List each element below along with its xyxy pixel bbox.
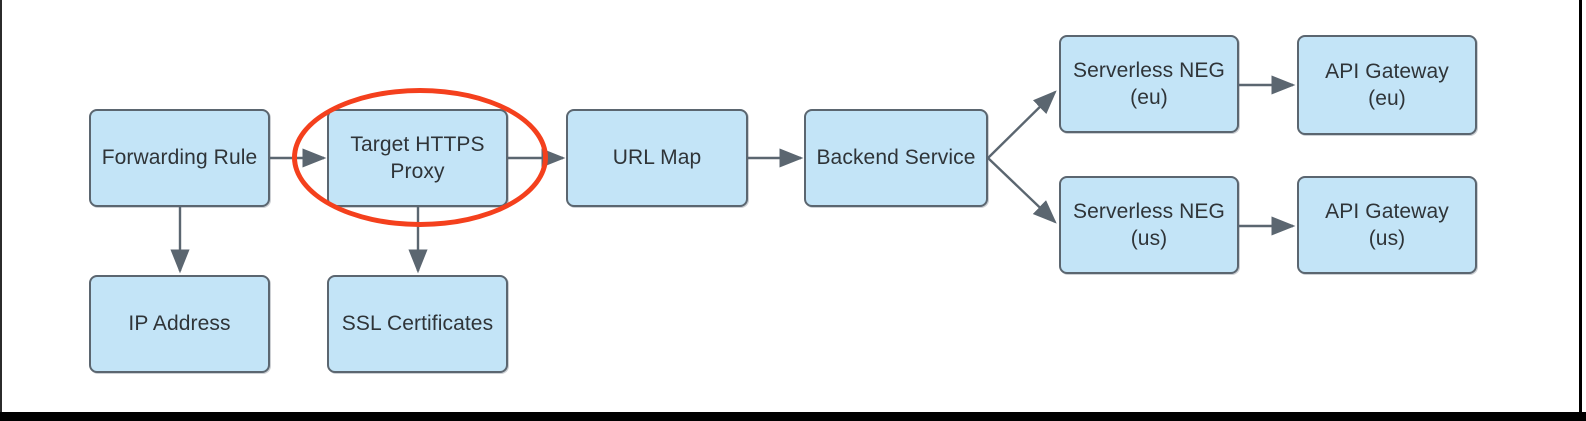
node-forwarding-rule[interactable]: Forwarding Rule <box>89 109 270 207</box>
node-target-https-proxy[interactable]: Target HTTPS Proxy <box>327 109 508 207</box>
node-backend-service[interactable]: Backend Service <box>804 109 988 207</box>
node-ip-address[interactable]: IP Address <box>89 275 270 373</box>
node-url-map[interactable]: URL Map <box>566 109 748 207</box>
edge-backend-service-to-serverless-neg-us <box>987 157 1057 224</box>
node-serverless-neg-us[interactable]: Serverless NEG (us) <box>1059 176 1239 274</box>
node-api-gateway-us[interactable]: API Gateway (us) <box>1297 176 1477 274</box>
node-serverless-neg-eu[interactable]: Serverless NEG (eu) <box>1059 35 1239 133</box>
node-ssl-certificates[interactable]: SSL Certificates <box>327 275 508 373</box>
node-api-gateway-eu[interactable]: API Gateway (eu) <box>1297 35 1477 135</box>
edge-backend-service-to-serverless-neg-eu <box>987 90 1057 159</box>
page-edge-left <box>0 0 2 421</box>
page-edge-right <box>1579 0 1582 421</box>
page-edge-bottom <box>0 412 1586 421</box>
